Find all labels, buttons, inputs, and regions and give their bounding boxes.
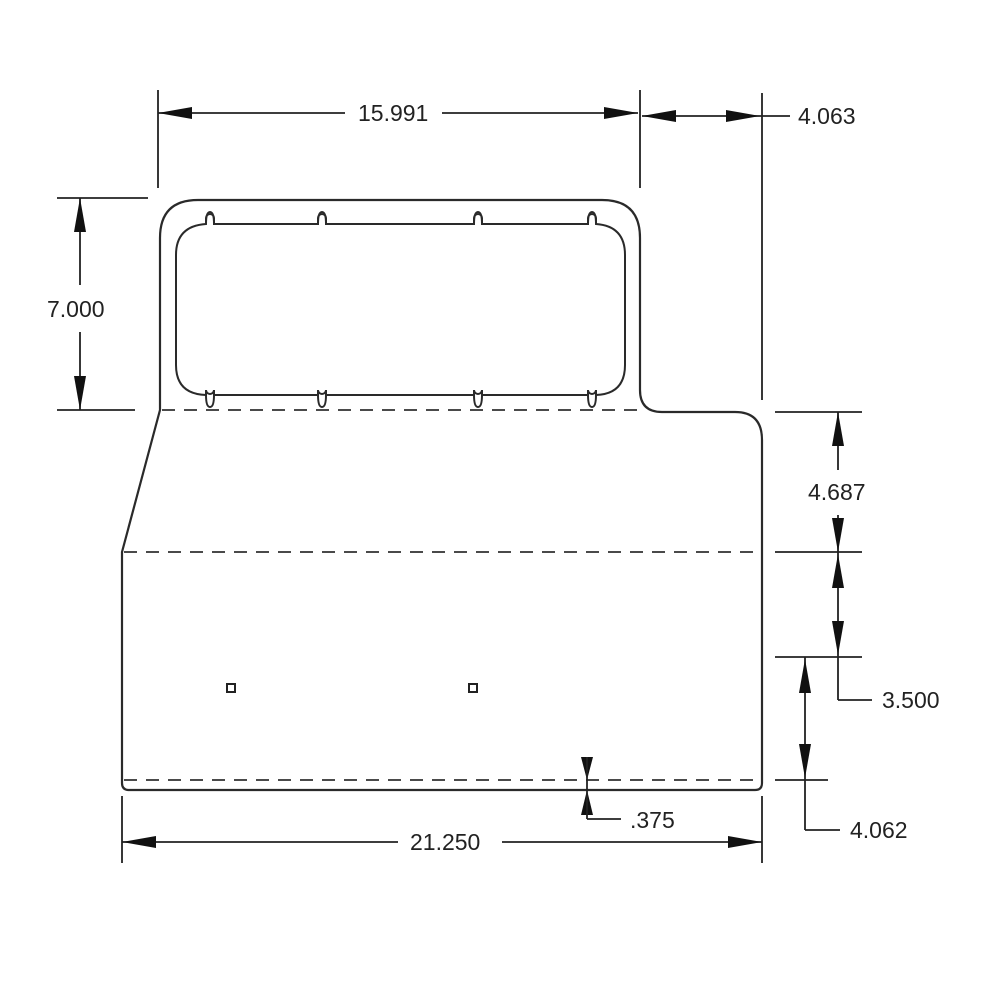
dim-label-lower-height: 4.062 — [850, 817, 908, 843]
dimension-top-offset: 4.063 — [642, 93, 856, 400]
dim-label-top-width: 15.991 — [358, 100, 428, 126]
dimension-taper-height: 4.687 — [775, 411, 866, 553]
square-hole-left — [226, 683, 236, 693]
handle-cutout — [175, 213, 626, 397]
part-outline — [120, 198, 764, 792]
cutout-notches — [205, 210, 597, 409]
dimension-lower-height: 4.062 — [775, 657, 908, 843]
dimension-hem: .375 — [581, 757, 675, 833]
dim-label-taper-height: 4.687 — [808, 479, 866, 505]
dimension-handle-height: 7.000 — [47, 197, 148, 411]
dim-label-handle-height: 7.000 — [47, 296, 105, 322]
dim-label-overall-width: 21.250 — [410, 829, 480, 855]
dimension-overall-width: 21.250 — [121, 796, 763, 863]
dim-label-mid-height: 3.500 — [882, 687, 940, 713]
dim-label-top-offset: 4.063 — [798, 103, 856, 129]
dimension-mid-height: 3.500 — [775, 552, 940, 713]
dimension-top-width: 15.991 — [157, 90, 641, 188]
square-hole-right — [468, 683, 478, 693]
dim-label-hem: .375 — [630, 807, 675, 833]
